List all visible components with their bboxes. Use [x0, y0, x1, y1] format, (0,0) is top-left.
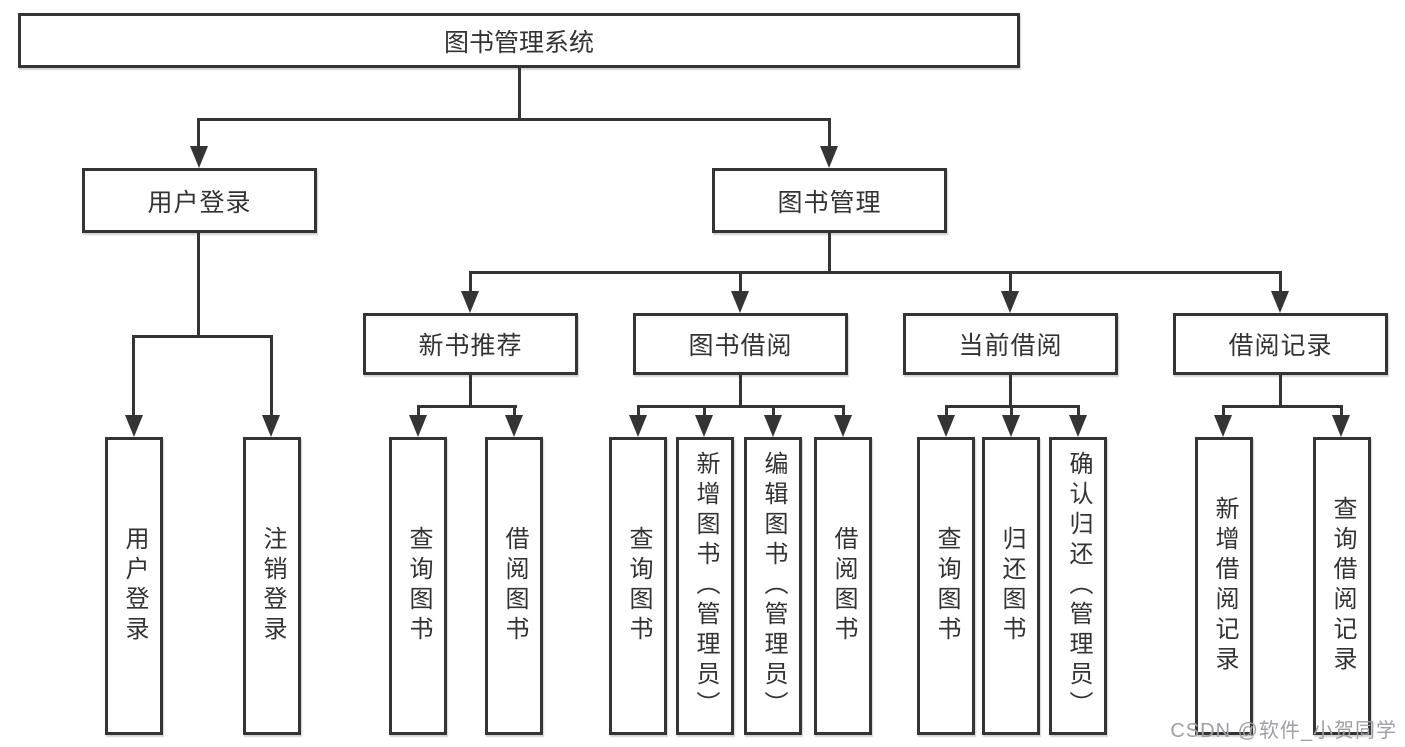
arrowhead-icon — [1001, 291, 1019, 313]
leaf-edit-book-admin: 编辑图书（管理员） — [744, 437, 802, 735]
csdn-watermark: CSDN @软件_小贺同学 — [1170, 720, 1397, 742]
connector-line — [270, 335, 273, 425]
leaf-return-book: 归还图书 — [982, 437, 1040, 735]
connector-line — [132, 335, 273, 338]
node-current-borrowing: 当前借阅 — [903, 313, 1118, 375]
node-label: 查询图书 — [933, 526, 960, 646]
node-label: 借阅图书 — [830, 526, 857, 646]
node-label: 确认归还（管理员） — [1065, 451, 1092, 721]
leaf-query-books-recommend: 查询图书 — [389, 437, 447, 735]
connector-line — [132, 335, 135, 425]
arrowhead-icon — [125, 415, 143, 437]
leaf-query-books-borrowing: 查询图书 — [609, 437, 667, 735]
node-label: 图书管理系统 — [443, 28, 594, 57]
arrowhead-icon — [731, 291, 749, 313]
arrowhead-icon — [629, 415, 647, 437]
connector-line — [637, 405, 845, 408]
node-borrowing-records: 借阅记录 — [1173, 313, 1388, 375]
node-user-login: 用户登录 — [82, 168, 317, 233]
arrowhead-icon — [937, 415, 955, 437]
node-label: 新增图书（管理员） — [692, 451, 719, 721]
node-label: 新书推荐 — [418, 332, 523, 360]
leaf-add-borrow-record: 新增借阅记录 — [1195, 437, 1253, 735]
node-label: 图书借阅 — [688, 332, 793, 360]
node-label: 查询图书 — [405, 526, 432, 646]
connector-line — [1279, 271, 1282, 296]
connector-line — [1009, 375, 1012, 405]
node-library-management-system: 图书管理系统 — [18, 13, 1020, 68]
arrowhead-icon — [764, 415, 782, 437]
node-label: 新增借阅记录 — [1211, 496, 1238, 676]
arrowhead-icon — [190, 146, 208, 168]
arrowhead-icon — [409, 415, 427, 437]
connector-line — [1222, 405, 1341, 408]
node-book-management: 图书管理 — [712, 168, 947, 233]
node-new-book-recommendation: 新书推荐 — [363, 313, 578, 375]
connector-line — [739, 375, 742, 405]
leaf-query-borrow-record: 查询借阅记录 — [1313, 437, 1371, 735]
node-book-borrowing: 图书借阅 — [633, 313, 848, 375]
arrowhead-icon — [1271, 291, 1289, 313]
leaf-borrow-books: 借阅图书 — [814, 437, 872, 735]
connector-line — [828, 118, 831, 154]
arrowhead-icon — [505, 415, 523, 437]
connector-line — [197, 118, 200, 154]
leaf-query-books-current: 查询图书 — [917, 437, 975, 735]
node-label: 图书管理 — [777, 188, 882, 217]
leaf-user-login: 用户登录 — [105, 437, 163, 735]
leaf-logout: 注销登录 — [243, 437, 301, 735]
node-label: 注销登录 — [259, 526, 286, 646]
connector-line — [417, 405, 517, 408]
node-label: 借阅图书 — [501, 526, 528, 646]
arrowhead-icon — [1069, 415, 1087, 437]
node-label: 归还图书 — [998, 526, 1025, 646]
node-label: 当前借阅 — [958, 332, 1063, 360]
connector-line — [197, 233, 200, 335]
connector-line — [828, 233, 831, 271]
connector-line — [197, 118, 831, 121]
connector-line — [469, 271, 1281, 274]
node-label: 查询图书 — [625, 526, 652, 646]
connector-line — [739, 271, 742, 296]
arrowhead-icon — [1214, 415, 1232, 437]
arrowhead-icon — [262, 415, 280, 437]
connector-line — [469, 375, 472, 405]
connector-line — [1009, 271, 1012, 296]
arrowhead-icon — [695, 415, 713, 437]
arrowhead-icon — [1332, 415, 1350, 437]
leaf-confirm-return-admin: 确认归还（管理员） — [1049, 437, 1107, 735]
arrowhead-icon — [1002, 415, 1020, 437]
arrowhead-icon — [820, 146, 838, 168]
node-label: 借阅记录 — [1228, 332, 1333, 360]
arrowhead-icon — [834, 415, 852, 437]
connector-line — [1279, 375, 1282, 405]
node-label: 查询借阅记录 — [1329, 496, 1356, 676]
leaf-add-book-admin: 新增图书（管理员） — [676, 437, 734, 735]
leaf-borrow-books-recommend: 借阅图书 — [485, 437, 543, 735]
connector-line — [518, 68, 521, 118]
node-label: 用户登录 — [147, 188, 252, 217]
connector-line — [469, 271, 472, 296]
node-label: 用户登录 — [121, 526, 148, 646]
node-label: 编辑图书（管理员） — [760, 451, 787, 721]
arrowhead-icon — [461, 291, 479, 313]
